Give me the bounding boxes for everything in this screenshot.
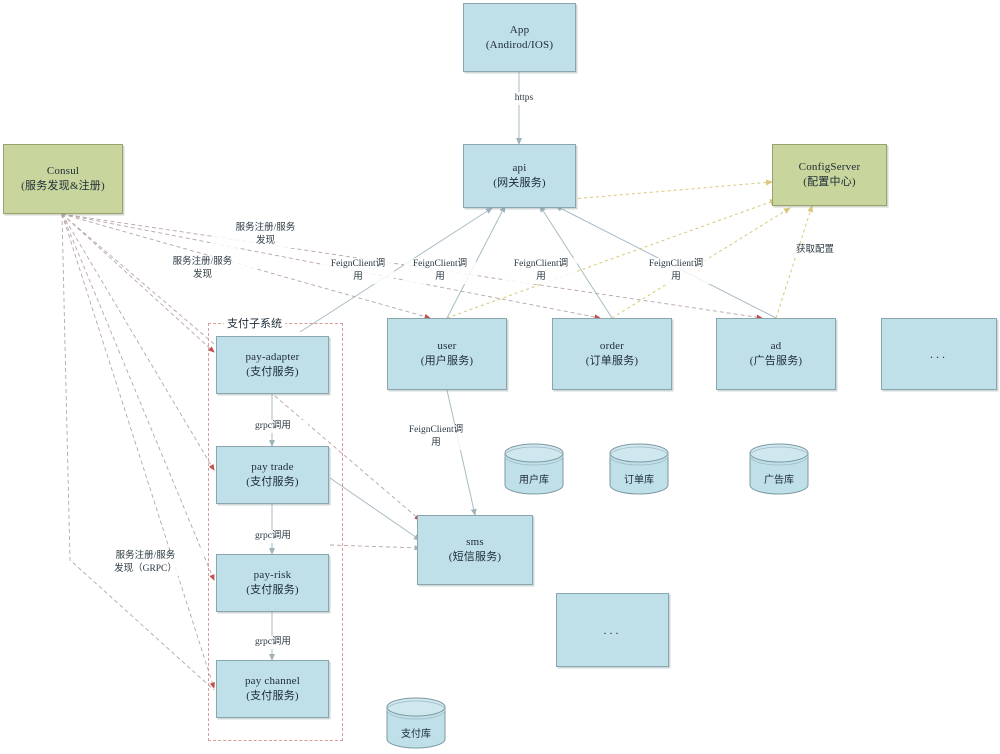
node-ad-line1: ad bbox=[770, 340, 782, 353]
db-ad[interactable]: 广告库 bbox=[748, 443, 810, 495]
node-config-line2: (配置中心) bbox=[803, 176, 856, 188]
node-pay-risk-line1: pay-risk bbox=[253, 569, 292, 582]
edge-label-register-top: 服务注册/服务 发现 bbox=[213, 222, 318, 248]
node-ad-service[interactable]: ad (广告服务) bbox=[716, 318, 836, 390]
node-config-line1: ConfigServer bbox=[798, 161, 861, 174]
db-order-label: 订单库 bbox=[624, 475, 654, 486]
node-more-bottom[interactable]: ... bbox=[556, 593, 669, 667]
node-api-line2: (网关服务) bbox=[493, 177, 546, 189]
node-pay-adapter[interactable]: pay-adapter (支付服务) bbox=[216, 336, 329, 394]
db-ad-icon bbox=[749, 443, 809, 495]
node-sms-service[interactable]: sms (短信服务) bbox=[417, 515, 533, 585]
node-config-server[interactable]: ConfigServer (配置中心) bbox=[772, 144, 887, 206]
db-order[interactable]: 订单库 bbox=[608, 443, 670, 495]
edge-label-feign-2: FeignClient调 用 bbox=[404, 258, 476, 284]
node-pay-risk-line2: (支付服务) bbox=[246, 584, 299, 596]
node-api-gateway[interactable]: api (网关服务) bbox=[463, 144, 576, 208]
node-pay-channel-line2: (支付服务) bbox=[246, 690, 299, 702]
node-pay-adapter-line2: (支付服务) bbox=[246, 366, 299, 378]
node-pay-trade-line2: (支付服务) bbox=[246, 476, 299, 488]
node-user-service[interactable]: user (用户服务) bbox=[387, 318, 507, 390]
edge-label-feign-1: FeignClient调 用 bbox=[322, 258, 394, 284]
node-user-line2: (用户服务) bbox=[420, 355, 474, 367]
node-app-line2: (Andirod/IOS) bbox=[485, 38, 554, 51]
node-order-line2: (订单服务) bbox=[585, 355, 639, 367]
node-ad-line2: (广告服务) bbox=[749, 355, 803, 367]
node-order-line1: order bbox=[599, 340, 625, 353]
edge-label-get-config: 获取配置 bbox=[780, 244, 850, 257]
db-pay[interactable]: 支付库 bbox=[385, 697, 447, 749]
db-order-icon bbox=[609, 443, 669, 495]
node-sms-line2: (短信服务) bbox=[448, 551, 502, 563]
edge-label-feign-4: FeignClient调 用 bbox=[640, 258, 712, 284]
db-pay-label: 支付库 bbox=[401, 729, 431, 740]
payment-subsystem-title: 支付子系统 bbox=[224, 315, 285, 331]
node-api-line1: api bbox=[512, 162, 527, 175]
node-consul[interactable]: Consul (服务发现&注册) bbox=[3, 144, 123, 214]
edge-label-register-grpc: 服务注册/服务 发现（GRPC） bbox=[88, 550, 203, 576]
edge-label-register-second: 服务注册/服务 发现 bbox=[150, 256, 255, 282]
node-pay-trade-line1: pay trade bbox=[251, 461, 294, 474]
node-pay-channel[interactable]: pay channel (支付服务) bbox=[216, 660, 329, 718]
edge-label-grpc-1: grpc调用 bbox=[238, 420, 308, 433]
node-more-services[interactable]: ... bbox=[881, 318, 997, 390]
node-pay-adapter-line1: pay-adapter bbox=[245, 351, 300, 364]
node-pay-trade[interactable]: pay trade (支付服务) bbox=[216, 446, 329, 504]
node-more-bottom-label: ... bbox=[603, 622, 622, 637]
node-user-line1: user bbox=[437, 340, 457, 353]
db-user[interactable]: 用户库 bbox=[503, 443, 565, 495]
node-consul-line2: (服务发现&注册) bbox=[21, 180, 105, 192]
edge-label-grpc-3: grpc调用 bbox=[238, 636, 308, 649]
node-pay-risk[interactable]: pay-risk (支付服务) bbox=[216, 554, 329, 612]
node-pay-channel-line1: pay channel bbox=[244, 675, 301, 688]
edge-label-feign-sms: FeignClient调 用 bbox=[400, 424, 472, 450]
edge-label-feign-3: FeignClient调 用 bbox=[505, 258, 577, 284]
node-order-service[interactable]: order (订单服务) bbox=[552, 318, 672, 390]
db-ad-label: 广告库 bbox=[764, 475, 794, 486]
node-consul-line1: Consul bbox=[46, 165, 80, 178]
node-app[interactable]: App (Andirod/IOS) bbox=[463, 3, 576, 72]
db-pay-icon bbox=[386, 697, 446, 749]
edge-label-grpc-2: grpc调用 bbox=[238, 530, 308, 543]
node-sms-line1: sms bbox=[466, 536, 484, 549]
node-more-services-label: ... bbox=[930, 346, 948, 361]
node-app-line1: App bbox=[509, 23, 530, 36]
db-user-label: 用户库 bbox=[519, 475, 549, 486]
db-user-icon bbox=[504, 443, 564, 495]
edge-label-https: https bbox=[494, 92, 554, 105]
